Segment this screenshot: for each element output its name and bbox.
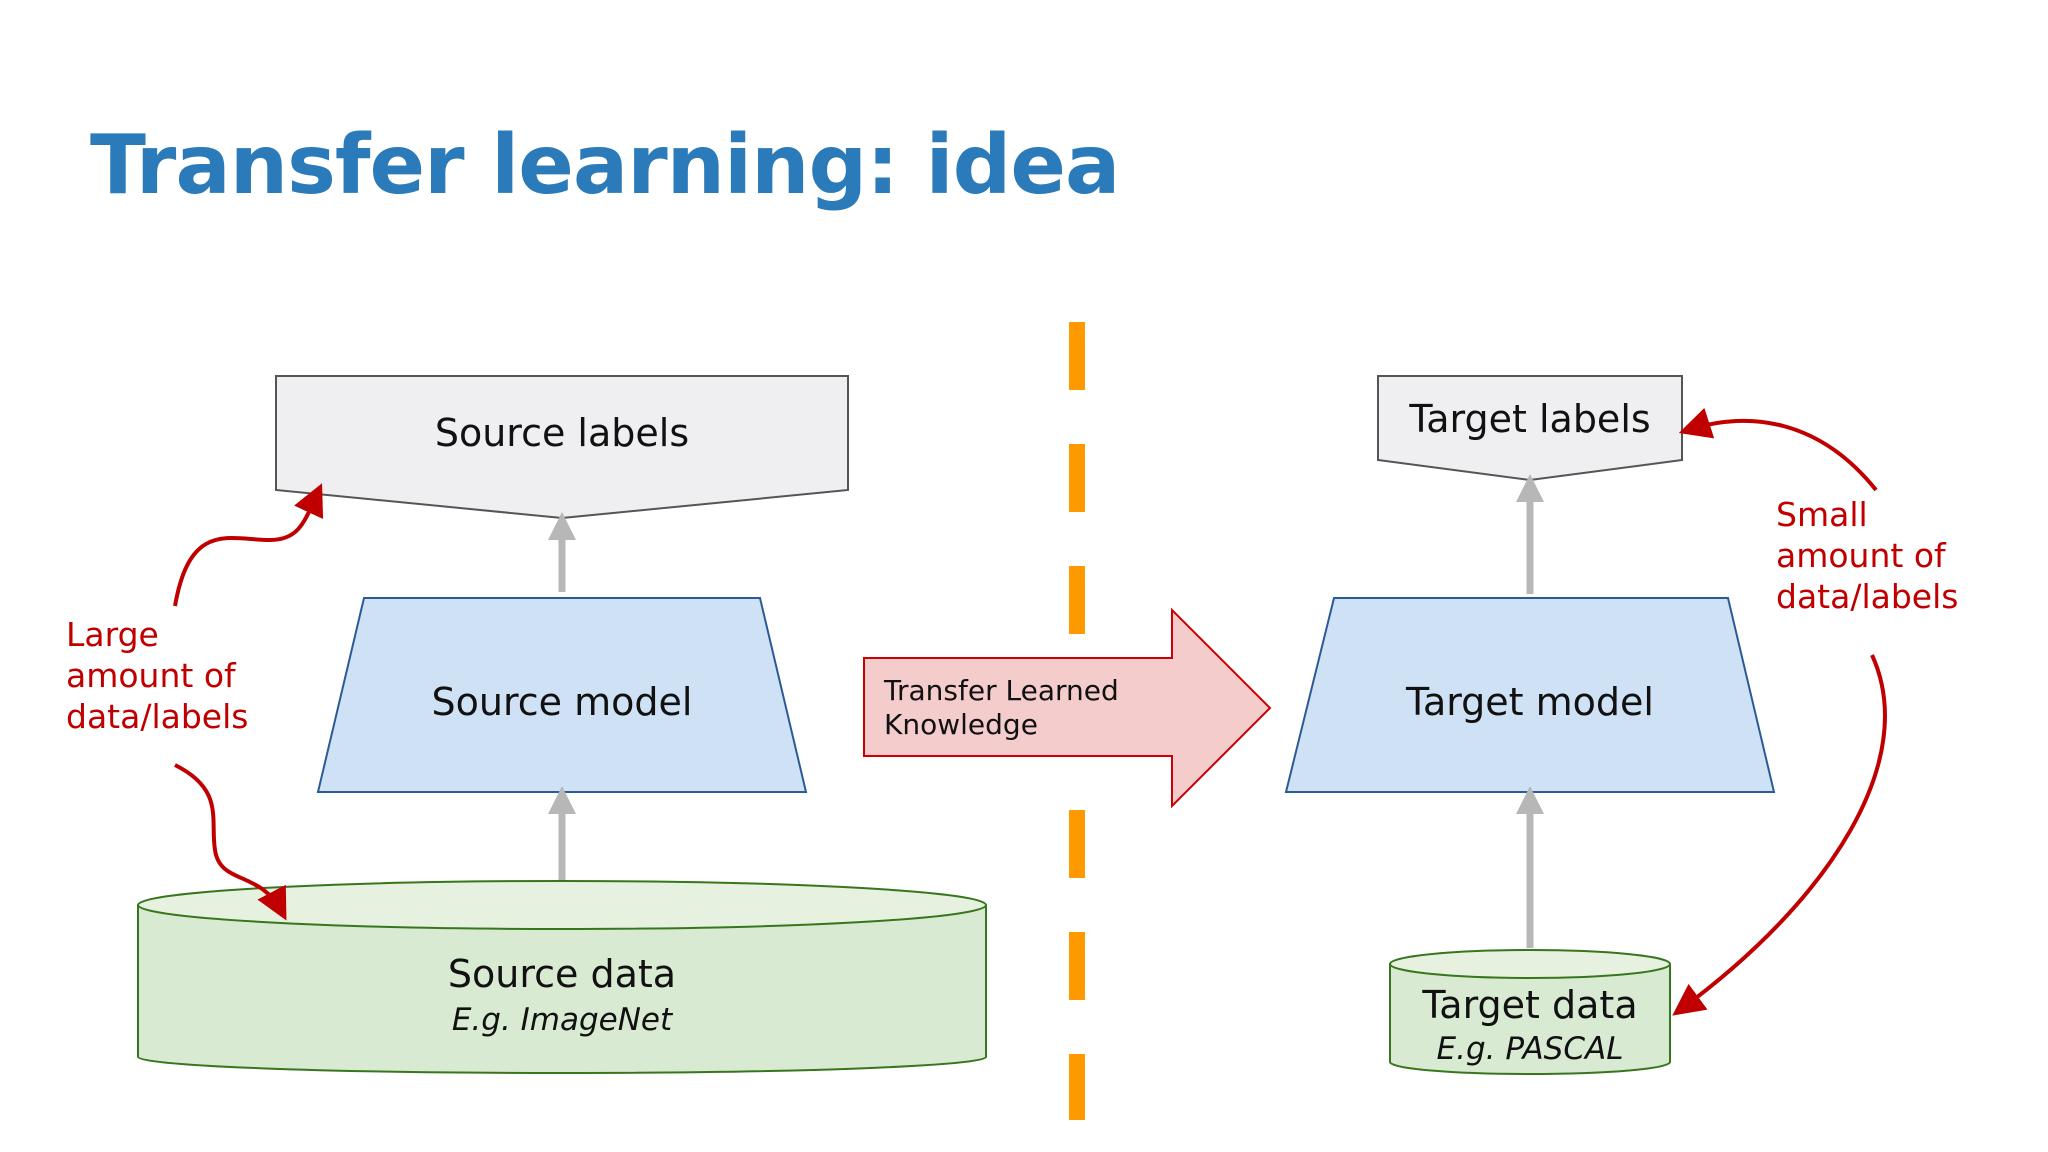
source-model-block: Source model: [316, 597, 808, 793]
source-data-label: Source data: [448, 952, 676, 996]
target-model-label: Target model: [1405, 680, 1654, 724]
target-annotation-arrow-to-labels: [1678, 407, 1878, 492]
target-labels-label: Target labels: [1408, 397, 1650, 441]
source-annotation-arrow-to-labels: [173, 483, 324, 607]
transfer-label-line-1: Transfer Learned: [883, 674, 1119, 707]
target-labels-block: Target labels: [1377, 375, 1683, 482]
source-annotation-line-2: amount of: [66, 656, 237, 695]
transfer-knowledge-arrow: Transfer Learned Knowledge: [863, 607, 1272, 809]
source-labels-label: Source labels: [435, 411, 689, 455]
target-annotation-line-2: amount of: [1776, 536, 1947, 575]
source-annotation-line-3: data/labels: [66, 697, 248, 736]
source-annotation: Large amount of data/labels: [66, 615, 248, 736]
target-model-block: Target model: [1284, 597, 1776, 793]
transfer-label-line-2: Knowledge: [884, 708, 1038, 741]
target-annotation-line-1: Small: [1776, 495, 1868, 534]
source-data-example: E.g. ImageNet: [452, 1002, 674, 1038]
target-annotation: Small amount of data/labels: [1776, 495, 1958, 616]
target-data-label: Target data: [1421, 983, 1637, 1027]
source-model-label: Source model: [432, 680, 693, 724]
source-data-cylinder: Source data E.g. ImageNet: [137, 880, 987, 1074]
target-annotation-line-3: data/labels: [1776, 577, 1958, 616]
target-data-cylinder: Target data E.g. PASCAL: [1389, 949, 1671, 1075]
target-annotation-arrow-to-data: [1672, 654, 1887, 1016]
target-data-example: E.g. PASCAL: [1437, 1031, 1624, 1067]
slide-title: Transfer learning: idea: [90, 118, 1120, 213]
source-annotation-line-1: Large: [66, 615, 159, 654]
source-annotation-arrow-to-data: [174, 763, 287, 921]
source-labels-block: Source labels: [275, 375, 849, 520]
